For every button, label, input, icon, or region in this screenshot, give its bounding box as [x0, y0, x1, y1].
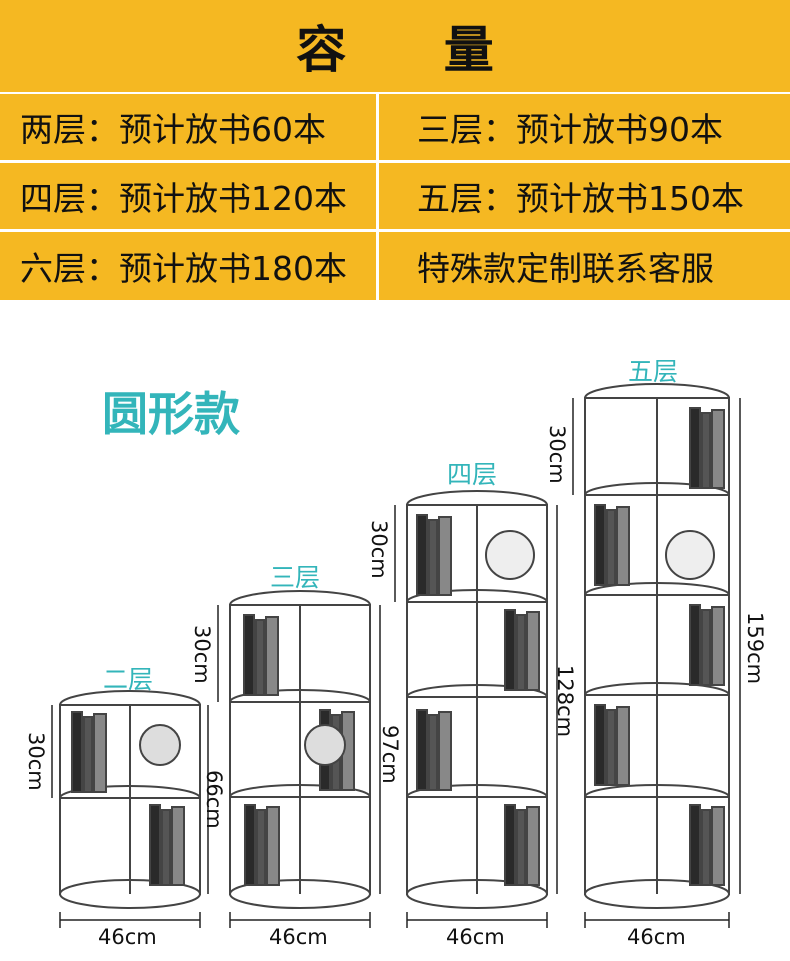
capacity-cell: 特殊款定制联系客服: [417, 249, 714, 288]
capacity-header: 容 量: [0, 0, 790, 94]
shelf-height: 66cm: [202, 770, 226, 829]
shelf-width: 46cm: [446, 925, 505, 949]
shelf-width: 46cm: [627, 925, 686, 949]
capacity-cell: 三层：预计放书90本: [417, 110, 723, 149]
shelf-4-tier: [406, 490, 548, 909]
page-title: 容 量: [296, 21, 534, 79]
shelves-illustration: [51, 383, 741, 928]
shelf-label: 三层: [270, 563, 321, 592]
layer-height: 30cm: [24, 732, 48, 791]
shelf-label: 五层: [628, 357, 679, 386]
shelf-height: 159cm: [743, 612, 767, 685]
capacity-table: 两层：预计放书60本 三层：预计放书90本 四层：预计放书120本 五层：预计放…: [0, 94, 790, 300]
round-style-label: 圆形款: [102, 387, 240, 441]
shelf-2-tier: [59, 690, 201, 909]
layer-height: 30cm: [545, 425, 569, 484]
layer-height: 30cm: [367, 520, 391, 579]
capacity-cell: 六层：预计放书180本: [20, 249, 347, 288]
shelf-width: 46cm: [98, 925, 157, 949]
capacity-cell: 两层：预计放书60本: [20, 110, 326, 149]
shelf-3-tier: [229, 590, 371, 909]
layer-height: 30cm: [190, 625, 214, 684]
capacity-cell: 四层：预计放书120本: [20, 179, 347, 218]
shelf-label: 二层: [103, 665, 154, 694]
capacity-cell: 五层：预计放书150本: [417, 179, 744, 218]
shelf-height: 128cm: [553, 665, 577, 738]
shelf-height: 97cm: [378, 725, 402, 784]
shelf-width: 46cm: [269, 925, 328, 949]
shelf-label: 四层: [447, 460, 498, 489]
shelf-5-tier: [584, 383, 730, 909]
